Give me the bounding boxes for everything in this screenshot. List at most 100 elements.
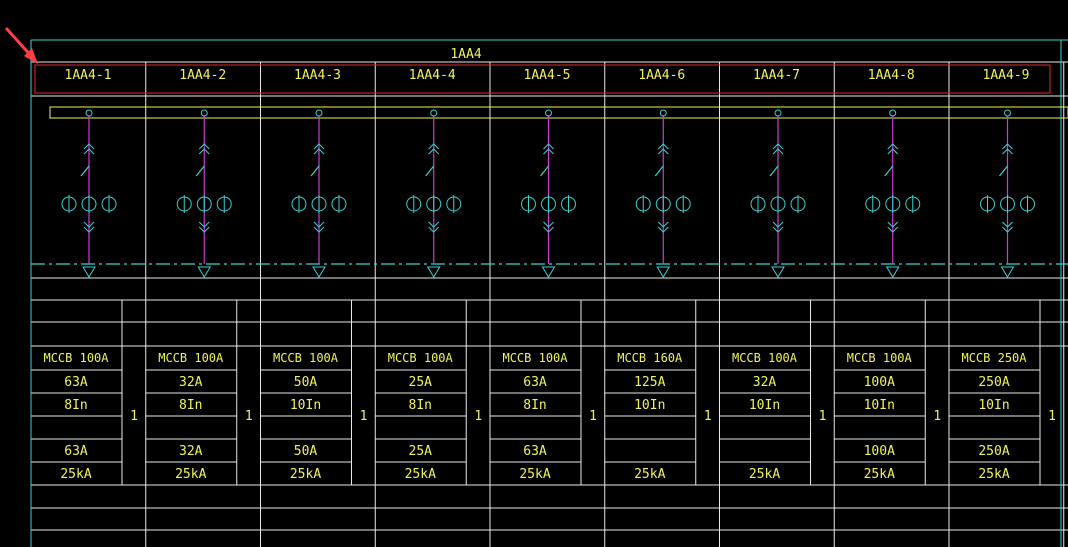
arrow-pointer-icon (4, 26, 38, 64)
quantity-value: 1 (245, 409, 253, 424)
ground-icon (771, 266, 785, 278)
current-transformer-icon (176, 195, 232, 213)
chevron-up-icon (313, 143, 325, 155)
cable-end-icon (313, 221, 325, 233)
panel-id-label: 1AA4-4 (409, 68, 456, 83)
busbar (31, 106, 1068, 265)
main-busbar (49, 106, 1068, 119)
switch-blade-icon (540, 165, 549, 177)
current-setting-value: 100A (864, 444, 895, 459)
ground-icon (541, 266, 556, 278)
circuit-1AA4-2 (176, 109, 232, 278)
trip-setting-value: 10In (978, 398, 1009, 413)
trip-setting-value: 8In (179, 398, 202, 413)
connection-point-icon (200, 109, 208, 117)
connection-point-icon (889, 109, 897, 117)
highlight-box (34, 64, 1051, 94)
cable-end-icon (1002, 221, 1013, 233)
current-transformer-icon (61, 195, 117, 213)
connection-point-icon (1004, 109, 1011, 117)
panel-id-label: 1AA4-6 (638, 68, 685, 83)
circuit-1AA4-8 (865, 109, 921, 278)
trip-setting-value: 8In (64, 398, 87, 413)
connection-point-icon (430, 109, 438, 117)
circuit-1AA4-7 (750, 109, 806, 278)
cable-end-icon (428, 221, 440, 233)
connection-point-icon (315, 109, 323, 117)
drawing-frame (30, 39, 1068, 547)
current-transformer-icon (865, 195, 921, 213)
breaking-capacity-value: 25kA (290, 467, 321, 482)
disconnector-icon (310, 143, 325, 177)
switch-blade-icon (195, 165, 205, 177)
breaker-type-label: MCCB 160A (617, 351, 683, 365)
disconnector-icon (80, 143, 95, 177)
disconnector-icon (654, 143, 669, 177)
rated-current-value: 125A (634, 375, 665, 390)
cable-end-icon (543, 221, 554, 233)
chevron-up-icon (83, 143, 95, 155)
quantity-value: 1 (1048, 409, 1056, 424)
panel-id-label: 1AA4-2 (179, 68, 226, 83)
panel-id-label: 1AA4-9 (983, 68, 1030, 83)
current-transformer-icon (291, 195, 347, 213)
chevron-up-icon (198, 143, 210, 155)
breaking-capacity-value: 25kA (519, 467, 550, 482)
panel-id-label: 1AA4-8 (868, 68, 915, 83)
breaking-capacity-value: 25kA (749, 467, 780, 482)
current-transformer-icon (980, 195, 1035, 213)
trip-setting-value: 10In (864, 398, 895, 413)
rated-current-value: 250A (978, 375, 1009, 390)
ground-icon (82, 266, 96, 278)
trip-setting-value: 10In (634, 398, 665, 413)
connection-point-icon (545, 109, 552, 117)
rated-current-value: 25A (409, 375, 433, 390)
breaker-type-label: MCCB 100A (388, 351, 454, 365)
current-transformer-icon (750, 195, 806, 213)
ground-icon (656, 266, 671, 278)
quantity-value: 1 (360, 409, 368, 424)
chevron-up-icon (543, 143, 554, 155)
current-transformer-icon (521, 195, 576, 213)
trip-setting-value: 10In (290, 398, 321, 413)
ground-icon (312, 266, 326, 278)
ground-icon (197, 266, 212, 278)
current-setting-value: 63A (64, 444, 88, 459)
cable-end-icon (887, 221, 899, 233)
switch-blade-icon (654, 165, 664, 177)
switch-blade-icon (425, 165, 435, 177)
quantity-value: 1 (130, 409, 138, 424)
disconnector-icon (425, 143, 440, 177)
connection-point-icon (659, 109, 667, 117)
annotation-overlay (4, 26, 1051, 94)
current-transformer-icon (635, 195, 691, 213)
breaker-type-label: MCCB 250A (961, 351, 1027, 365)
current-setting-value: 50A (294, 444, 318, 459)
trip-setting-value: 8In (409, 398, 432, 413)
breaker-type-label: MCCB 100A (273, 351, 339, 365)
chevron-up-icon (887, 143, 899, 155)
connection-point-icon (774, 109, 782, 117)
quantity-value: 1 (933, 409, 941, 424)
circuit-1AA4-9 (980, 109, 1035, 278)
rated-current-value: 63A (64, 375, 88, 390)
quantity-value: 1 (704, 409, 712, 424)
disconnector-icon (884, 143, 899, 177)
current-setting-value: 250A (978, 444, 1009, 459)
ground-icon (885, 266, 900, 278)
chevron-up-icon (428, 143, 440, 155)
circuit-1AA4-5 (521, 109, 576, 278)
breaking-capacity-value: 25kA (175, 467, 206, 482)
cable-end-icon (657, 221, 669, 233)
circuit-1AA4-6 (635, 109, 691, 278)
breaker-type-label: MCCB 100A (502, 351, 568, 365)
current-setting-value: 63A (523, 444, 547, 459)
circuit-1AA4-1 (61, 109, 117, 278)
breaking-capacity-value: 25kA (634, 467, 665, 482)
quantity-value: 1 (819, 409, 827, 424)
chevron-up-icon (1002, 143, 1013, 155)
disconnector-icon (999, 143, 1013, 177)
breaker-type-label: MCCB 100A (158, 351, 224, 365)
